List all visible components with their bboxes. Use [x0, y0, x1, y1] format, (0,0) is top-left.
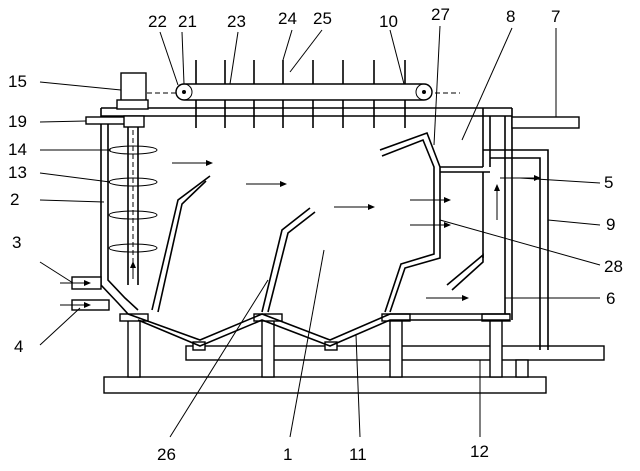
stirrer-assembly [85, 72, 158, 285]
flow-arrows [60, 160, 541, 308]
label-23: 23 [227, 12, 246, 31]
label-19: 19 [8, 112, 27, 131]
label-25: 25 [313, 9, 332, 28]
scraper-conveyor [147, 60, 460, 128]
label-7: 7 [551, 7, 560, 26]
label-5: 5 [604, 173, 613, 192]
label-2: 2 [10, 190, 19, 209]
label-14: 14 [8, 140, 27, 159]
label-8: 8 [506, 7, 515, 26]
label-11: 11 [349, 445, 367, 464]
tank-body [100, 107, 513, 347]
leader-lines [39, 25, 601, 438]
label-10: 10 [379, 12, 398, 31]
label-21: 21 [178, 12, 197, 31]
baffle-plates [151, 131, 484, 313]
label-3: 3 [12, 233, 21, 252]
label-24: 24 [278, 9, 297, 28]
label-15: 15 [8, 72, 27, 91]
label-9: 9 [606, 215, 615, 234]
label-27: 27 [431, 5, 450, 24]
label-28: 28 [604, 257, 623, 276]
label-13: 13 [8, 163, 27, 182]
label-26: 26 [157, 445, 176, 464]
base-frame [103, 313, 605, 394]
label-12: 12 [470, 442, 489, 461]
label-6: 6 [606, 289, 615, 308]
label-22: 22 [148, 12, 167, 31]
label-1: 1 [283, 445, 292, 464]
reference-labels: 22 21 23 24 25 10 27 8 7 15 19 14 13 2 3… [8, 5, 623, 464]
label-4: 4 [14, 337, 23, 356]
